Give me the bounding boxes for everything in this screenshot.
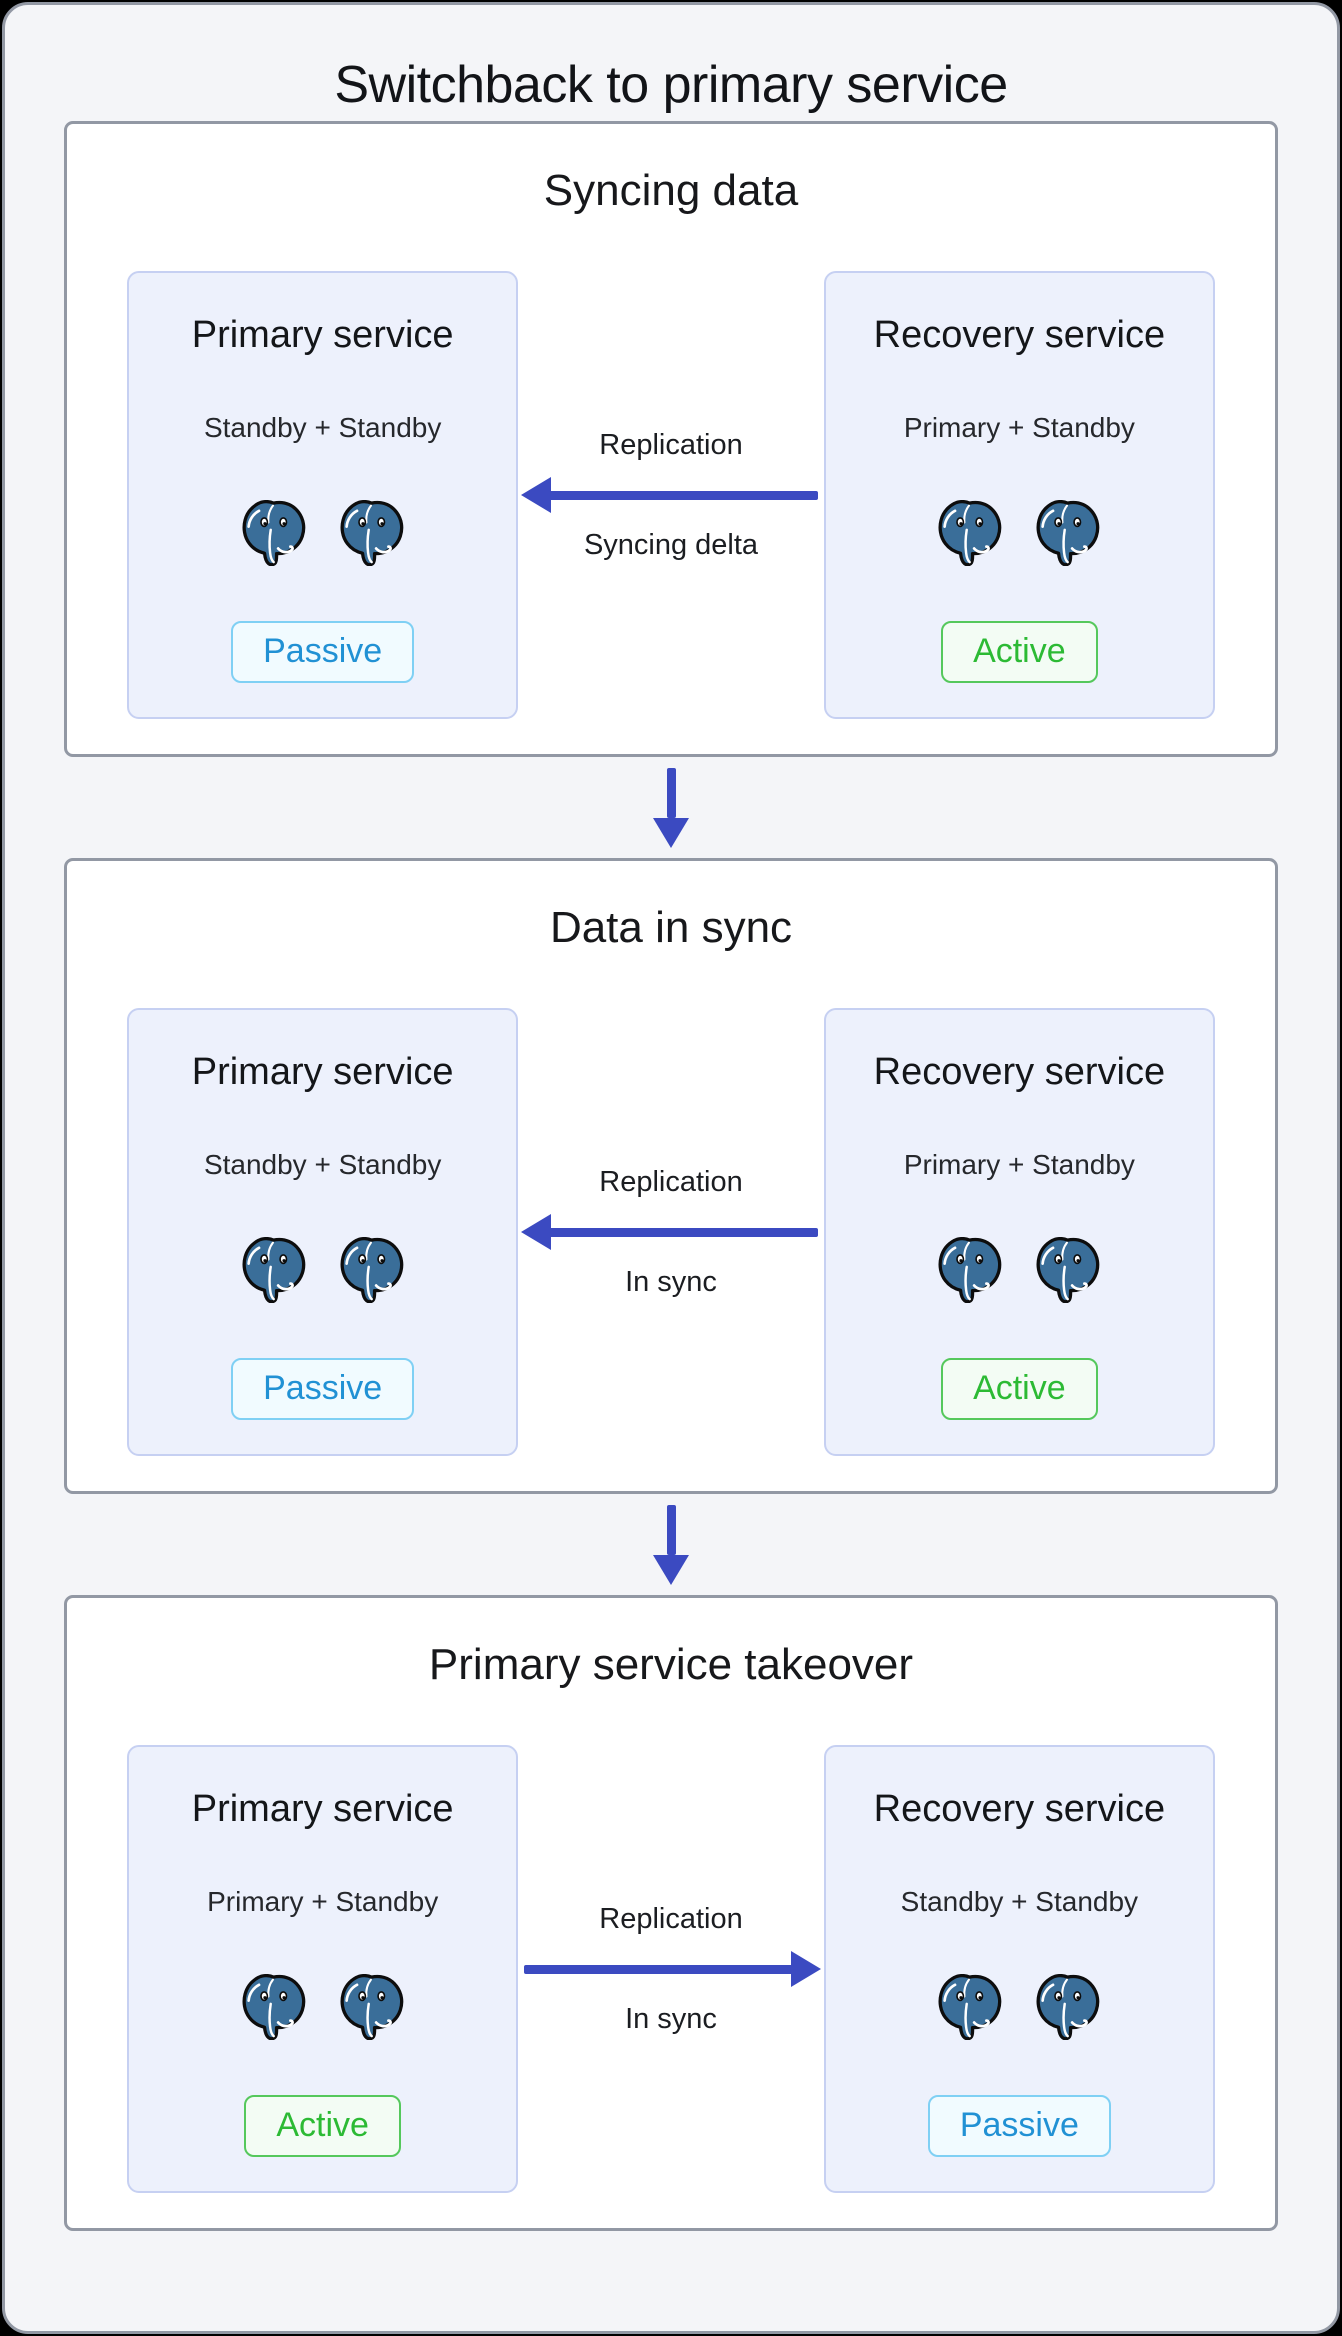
recovery-service-box: Recovery service Primary + Standby Activ… bbox=[823, 271, 1216, 719]
panel-primary-service-takeover: Primary service takeover Primary service… bbox=[64, 1595, 1278, 2231]
panel-data-in-sync: Data in sync Primary service Standby + S… bbox=[64, 858, 1278, 1494]
arrow-shaft bbox=[666, 1504, 676, 1555]
primary-service-box: Primary service Primary + Standby Active bbox=[127, 1745, 519, 2193]
status-badge: Passive bbox=[231, 1357, 415, 1420]
service-title: Primary service bbox=[191, 314, 454, 356]
down-arrow-icon bbox=[653, 767, 689, 848]
flow-top-label: Replication bbox=[599, 1166, 743, 1198]
arrow-head bbox=[653, 817, 689, 848]
postgresql-elephant-icon bbox=[1032, 1237, 1104, 1303]
panel-body: Primary service Primary + Standby Active… bbox=[67, 1745, 1275, 2193]
database-icons bbox=[238, 1974, 408, 2040]
database-icons bbox=[934, 1237, 1104, 1303]
status-badge: Active bbox=[941, 620, 1098, 683]
panel-syncing-data: Syncing data Primary service Standby + S… bbox=[64, 121, 1278, 757]
panel-connector bbox=[5, 1494, 1337, 1595]
service-title: Recovery service bbox=[873, 1051, 1166, 1093]
arrow-shaft bbox=[666, 767, 676, 818]
arrow-shaft bbox=[545, 1227, 818, 1237]
postgresql-elephant-icon bbox=[336, 1974, 408, 2040]
arrow-head bbox=[521, 1214, 551, 1250]
postgresql-elephant-icon bbox=[336, 1237, 408, 1303]
service-title: Primary service bbox=[191, 1788, 454, 1830]
left-arrow-icon bbox=[521, 477, 821, 513]
arrow-head bbox=[521, 477, 551, 513]
recovery-service-box: Recovery service Standby + Standby Passi… bbox=[823, 1745, 1216, 2193]
arrow-shaft bbox=[524, 1964, 797, 1974]
flow-bottom-label: In sync bbox=[625, 1266, 717, 1298]
database-icons bbox=[238, 1237, 408, 1303]
primary-service-box: Primary service Standby + Standby Passiv… bbox=[127, 271, 519, 719]
database-icons bbox=[934, 1974, 1104, 2040]
service-subtitle: Standby + Standby bbox=[203, 412, 442, 444]
right-arrow-icon bbox=[521, 1951, 821, 1987]
recovery-service-box: Recovery service Primary + Standby Activ… bbox=[823, 1008, 1216, 1456]
status-badge: Active bbox=[244, 2094, 401, 2157]
panel-body: Primary service Standby + Standby Passiv… bbox=[67, 1008, 1275, 1456]
postgresql-elephant-icon bbox=[238, 1974, 310, 2040]
database-icons bbox=[238, 500, 408, 566]
service-title: Recovery service bbox=[873, 1788, 1166, 1830]
panel-connector bbox=[5, 757, 1337, 858]
arrow-head bbox=[653, 1554, 689, 1585]
postgresql-elephant-icon bbox=[238, 1237, 310, 1303]
primary-service-box: Primary service Standby + Standby Passiv… bbox=[127, 1008, 519, 1456]
left-arrow-icon bbox=[521, 1214, 821, 1250]
postgresql-elephant-icon bbox=[934, 1237, 1006, 1303]
replication-flow: Replication Syncing delta bbox=[518, 271, 823, 719]
flow-bottom-label: In sync bbox=[625, 2003, 717, 2035]
down-arrow-icon bbox=[653, 1504, 689, 1585]
postgresql-elephant-icon bbox=[1032, 1974, 1104, 2040]
panel-title: Data in sync bbox=[549, 903, 793, 952]
postgresql-elephant-icon bbox=[336, 500, 408, 566]
status-badge: Passive bbox=[927, 2094, 1111, 2157]
service-title: Primary service bbox=[191, 1051, 454, 1093]
flow-top-label: Replication bbox=[599, 1903, 743, 1935]
replication-flow: Replication In sync bbox=[518, 1745, 823, 2193]
postgresql-elephant-icon bbox=[238, 500, 310, 566]
page-title: Switchback to primary service bbox=[334, 56, 1008, 114]
flow-bottom-label: Syncing delta bbox=[583, 529, 759, 561]
status-badge: Passive bbox=[231, 620, 415, 683]
arrow-head bbox=[791, 1951, 821, 1987]
replication-flow: Replication In sync bbox=[518, 1008, 823, 1456]
panel-body: Primary service Standby + Standby Passiv… bbox=[67, 271, 1275, 719]
database-icons bbox=[934, 500, 1104, 566]
status-badge: Active bbox=[941, 1357, 1098, 1420]
panel-title: Syncing data bbox=[543, 166, 799, 215]
service-subtitle: Primary + Standby bbox=[903, 1149, 1135, 1181]
service-subtitle: Primary + Standby bbox=[207, 1886, 439, 1918]
service-subtitle: Primary + Standby bbox=[903, 412, 1135, 444]
postgresql-elephant-icon bbox=[1032, 500, 1104, 566]
postgresql-elephant-icon bbox=[934, 1974, 1006, 2040]
postgresql-elephant-icon bbox=[934, 500, 1006, 566]
service-subtitle: Standby + Standby bbox=[203, 1149, 442, 1181]
service-subtitle: Standby + Standby bbox=[900, 1886, 1139, 1918]
flow-top-label: Replication bbox=[599, 429, 743, 461]
panel-title: Primary service takeover bbox=[428, 1640, 914, 1689]
service-title: Recovery service bbox=[873, 314, 1166, 356]
arrow-shaft bbox=[545, 490, 818, 500]
